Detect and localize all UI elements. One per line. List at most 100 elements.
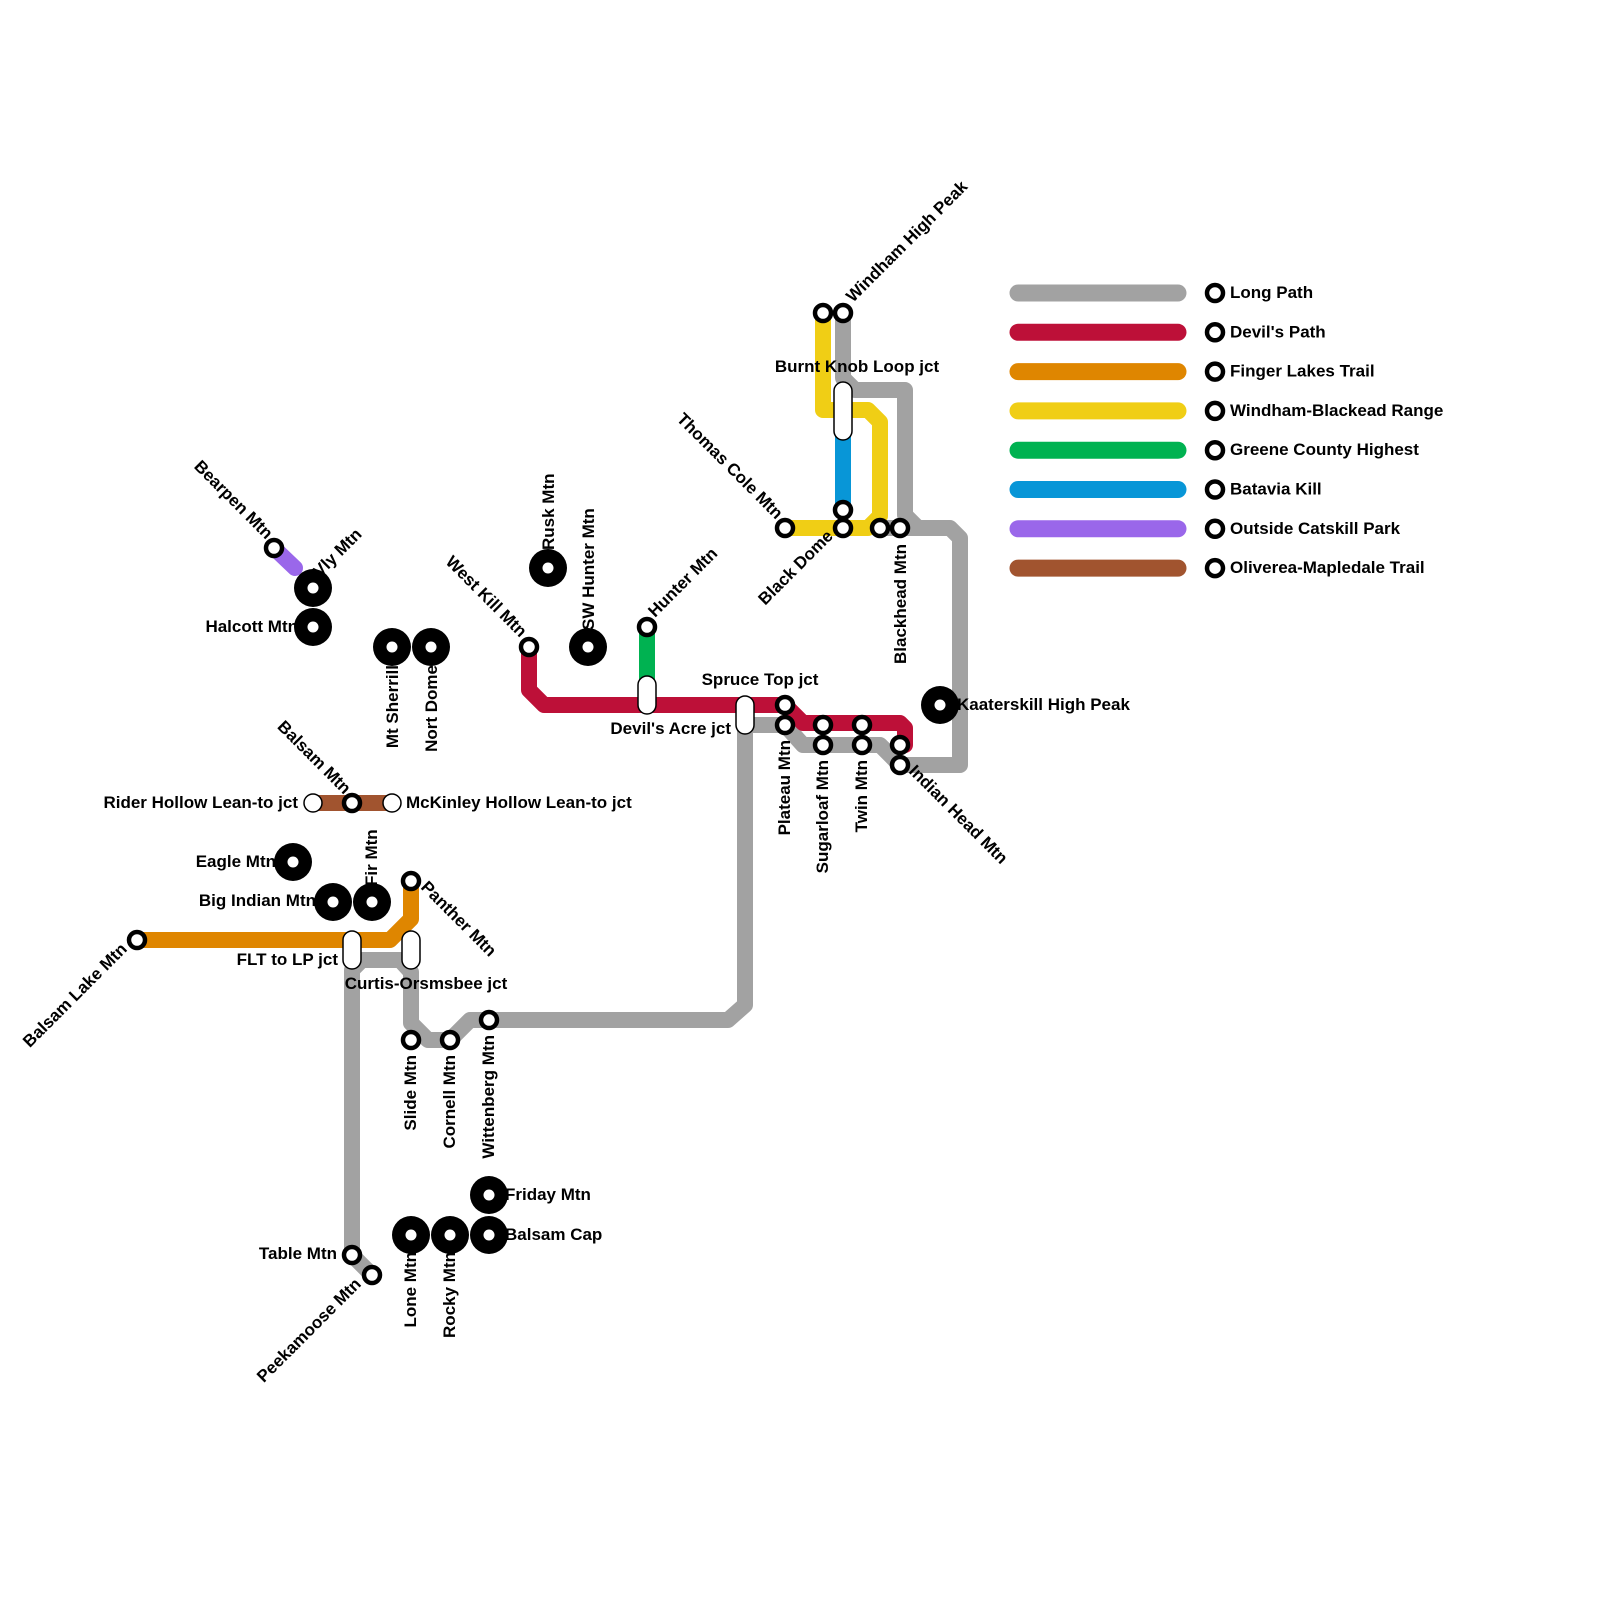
peak-marker-center (582, 641, 594, 653)
station[interactable] (401, 930, 421, 970)
station[interactable] (637, 675, 657, 715)
junction-marker[interactable] (833, 381, 853, 441)
station-label: Nort Dome (422, 665, 441, 752)
station-label: Lone Mtn (401, 1252, 420, 1328)
station[interactable] (314, 883, 352, 921)
station-marker[interactable] (832, 517, 854, 539)
station[interactable] (636, 616, 658, 638)
station[interactable] (431, 1216, 469, 1254)
station[interactable] (470, 1176, 508, 1214)
junction-marker[interactable] (401, 930, 421, 970)
station-marker[interactable] (832, 499, 854, 521)
station[interactable] (400, 1029, 422, 1051)
station[interactable] (400, 870, 422, 892)
station-label: FLT to LP jct (237, 950, 339, 969)
station-marker[interactable] (832, 302, 854, 324)
peak-marker-center (542, 562, 554, 574)
station-marker[interactable] (361, 1264, 383, 1286)
station-marker[interactable] (439, 1029, 461, 1051)
station[interactable] (921, 686, 959, 724)
station-marker[interactable] (851, 734, 873, 756)
station[interactable] (735, 695, 755, 735)
legend-label: Long Path (1230, 283, 1313, 302)
station-marker[interactable] (400, 1029, 422, 1051)
station[interactable] (274, 843, 312, 881)
station-marker[interactable] (889, 517, 911, 539)
station-label: Cornell Mtn (440, 1055, 459, 1149)
legend-station-icon (1204, 479, 1226, 500)
station[interactable] (294, 608, 332, 646)
station[interactable] (439, 1029, 461, 1051)
station[interactable] (833, 381, 853, 441)
junction-marker[interactable] (735, 695, 755, 735)
station-label: Sugarloaf Mtn (813, 760, 832, 873)
station[interactable] (126, 929, 148, 951)
station[interactable] (812, 714, 834, 756)
legend-item: Long Path (1009, 282, 1313, 304)
station[interactable] (294, 569, 332, 607)
station-marker[interactable] (126, 929, 148, 951)
junction-marker[interactable] (342, 930, 362, 970)
station[interactable] (353, 883, 391, 921)
station-marker[interactable] (341, 792, 363, 814)
legend-label: Windham-Blackead Range (1230, 401, 1443, 420)
station[interactable] (851, 714, 873, 756)
station-label: Balsam Cap (505, 1225, 602, 1244)
legend-item: Batavia Kill (1009, 479, 1322, 500)
station[interactable] (412, 628, 450, 666)
peak-marker-center (444, 1229, 456, 1241)
windham-blackhead-line (777, 305, 888, 536)
station[interactable] (529, 549, 567, 587)
station[interactable] (812, 302, 854, 324)
station-marker[interactable] (518, 636, 540, 658)
station-label: McKinley Hollow Lean-to jct (406, 793, 632, 812)
station[interactable] (341, 1244, 363, 1266)
station-marker[interactable] (636, 616, 658, 638)
legend-item: Windham-Blackead Range (1009, 400, 1443, 422)
station-marker[interactable] (812, 302, 834, 324)
legend-station-icon (1204, 282, 1226, 304)
station-marker[interactable] (869, 517, 891, 539)
station-marker[interactable] (400, 870, 422, 892)
station-label: Hunter Mtn (644, 544, 721, 621)
station[interactable] (373, 628, 411, 666)
station-marker[interactable] (812, 714, 834, 736)
station[interactable] (361, 1264, 383, 1286)
station[interactable] (263, 537, 285, 559)
station[interactable] (869, 517, 911, 539)
station-marker[interactable] (478, 1009, 500, 1031)
station[interactable] (382, 793, 402, 813)
station-marker[interactable] (774, 517, 796, 539)
station-marker[interactable] (341, 1244, 363, 1266)
peak-marker-center (386, 641, 398, 653)
station-marker[interactable] (889, 734, 911, 756)
legend-station-icon (1204, 400, 1226, 422)
lean-to-marker[interactable] (303, 793, 323, 813)
lean-to-marker[interactable] (382, 793, 402, 813)
station[interactable] (341, 792, 363, 814)
station-marker[interactable] (263, 537, 285, 559)
station[interactable] (889, 734, 911, 776)
junction-marker[interactable] (637, 675, 657, 715)
station-label: Eagle Mtn (196, 852, 276, 871)
station[interactable] (392, 1216, 430, 1254)
station[interactable] (470, 1216, 508, 1254)
station[interactable] (518, 636, 540, 658)
station-marker[interactable] (774, 714, 796, 736)
station-marker[interactable] (812, 734, 834, 756)
station[interactable] (342, 930, 362, 970)
station[interactable] (303, 793, 323, 813)
station[interactable] (774, 694, 796, 736)
station-label: Slide Mtn (401, 1055, 420, 1131)
station[interactable] (774, 517, 796, 539)
legend-station-icon (1204, 322, 1226, 343)
station[interactable] (478, 1009, 500, 1031)
station-marker[interactable] (851, 714, 873, 736)
station-marker[interactable] (774, 694, 796, 716)
station-label: Indian Head Mtn (905, 761, 1011, 867)
station[interactable] (832, 499, 854, 539)
station-marker[interactable] (889, 754, 911, 776)
station[interactable] (569, 628, 607, 666)
